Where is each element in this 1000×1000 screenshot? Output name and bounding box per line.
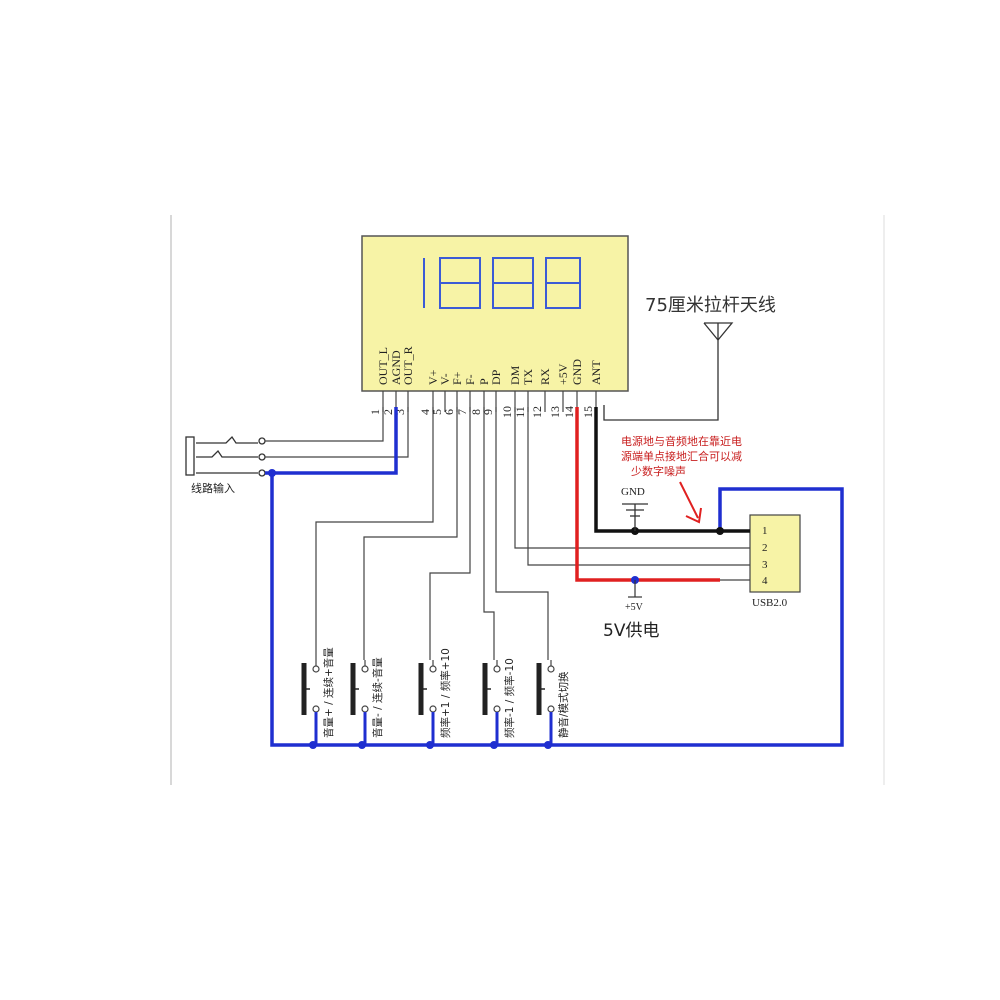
pin-number-15: 15 bbox=[581, 406, 595, 418]
pin-number-8: 8 bbox=[469, 409, 483, 415]
pin-number-4: 4 bbox=[418, 409, 432, 415]
pin-number-13: 13 bbox=[548, 406, 562, 418]
pin-number-12: 12 bbox=[530, 406, 544, 418]
pin-label-5v: +5V bbox=[556, 363, 570, 385]
antenna-label: 75厘米拉杆天线 bbox=[645, 295, 776, 316]
pin-number-5: 5 bbox=[430, 409, 444, 415]
pin-label-agnd: AGND bbox=[389, 350, 403, 385]
pin-label-rx: RX bbox=[538, 368, 552, 385]
usb-data-wires bbox=[514, 407, 750, 566]
pin-label-dp: DP bbox=[489, 369, 503, 385]
pin-label-outr: OUT_R bbox=[401, 346, 415, 385]
power-supply-label: 5V供电 bbox=[603, 621, 659, 641]
usb-pin-2: 2 bbox=[762, 542, 768, 554]
button-label-2: 音量- / 连续-音量 bbox=[371, 657, 384, 738]
usb-connector-body bbox=[749, 514, 801, 593]
pin-number-9: 9 bbox=[481, 409, 495, 415]
usb-pin-4: 4 bbox=[762, 575, 768, 587]
pin-label-p: P bbox=[477, 378, 491, 385]
gnd-symbol bbox=[622, 503, 648, 531]
button-label-3: 频率+1 / 频率+10 bbox=[439, 648, 452, 738]
pin-number-2: 2 bbox=[381, 409, 395, 415]
pin-label-ant: ANT bbox=[589, 360, 603, 385]
push-button-4[interactable]: 频率-1 / 频率-10 bbox=[482, 658, 516, 745]
power-ground-wire bbox=[594, 407, 750, 533]
push-button-5[interactable]: 静音/模式切换 bbox=[536, 660, 570, 745]
ground-note-line-3: 少数字噪声 bbox=[631, 464, 686, 478]
seven-segment-display bbox=[423, 257, 581, 309]
audio-ground-bus bbox=[265, 407, 844, 747]
push-button-2[interactable]: 音量- / 连续-音量 bbox=[350, 657, 384, 745]
plus5v-wire bbox=[575, 407, 720, 582]
pin-label-f: F- bbox=[463, 374, 477, 385]
pin-number-6: 6 bbox=[442, 409, 456, 415]
line-input-label: 线路输入 bbox=[191, 481, 235, 495]
pin-number-14: 14 bbox=[562, 406, 576, 418]
pin-label-v: V+ bbox=[426, 369, 440, 385]
note-arrow-icon bbox=[679, 481, 702, 524]
fm-module-body bbox=[361, 235, 629, 392]
pin-number-3: 3 bbox=[393, 409, 407, 415]
pin-number-11: 11 bbox=[513, 406, 527, 418]
ground-note-line-2: 源端单点接地汇合可以减 bbox=[621, 449, 742, 463]
button-signal-wires bbox=[315, 407, 549, 660]
pin-number-1: 1 bbox=[368, 409, 382, 415]
pin-label-v: V- bbox=[438, 373, 452, 385]
usb-pin-3: 3 bbox=[762, 559, 768, 571]
button-label-5: 静音/模式切换 bbox=[557, 671, 570, 738]
pin-label-f: F+ bbox=[450, 371, 464, 385]
pin-label-outl: OUT_L bbox=[376, 347, 390, 385]
ground-note-line-1: 电源地与音频地在靠近电 bbox=[621, 434, 742, 448]
antenna-symbol bbox=[603, 322, 734, 421]
pin-label-dm: DM bbox=[508, 365, 522, 385]
line-input-jack-icon bbox=[185, 435, 266, 477]
usb-pin-1: 1 bbox=[762, 525, 768, 537]
button-label-4: 频率-1 / 频率-10 bbox=[503, 658, 516, 738]
gnd-label: GND bbox=[621, 486, 645, 498]
push-button-1[interactable]: 音量+ / 连续+音量 bbox=[301, 647, 335, 745]
pin-number-7: 7 bbox=[455, 409, 469, 415]
pin-label-gnd: GND bbox=[570, 359, 584, 385]
plus5v-label: +5V bbox=[625, 602, 644, 613]
ground-note: 电源地与音频地在靠近电 源端单点接地汇合可以减 少数字噪声 bbox=[621, 434, 742, 478]
pin-number-10: 10 bbox=[500, 406, 514, 418]
usb-label: USB2.0 bbox=[752, 597, 788, 609]
button-label-1: 音量+ / 连续+音量 bbox=[322, 647, 335, 738]
line-input-wires bbox=[265, 407, 409, 458]
pin-label-tx: TX bbox=[521, 369, 535, 385]
push-button-3[interactable]: 频率+1 / 频率+10 bbox=[418, 648, 452, 745]
push-buttons: 音量+ / 连续+音量 音量- / 连续-音量 频率+1 / 频率+10 频率-1 /… bbox=[301, 647, 570, 745]
usb-pin-numbers: 1 2 3 4 bbox=[762, 525, 768, 587]
